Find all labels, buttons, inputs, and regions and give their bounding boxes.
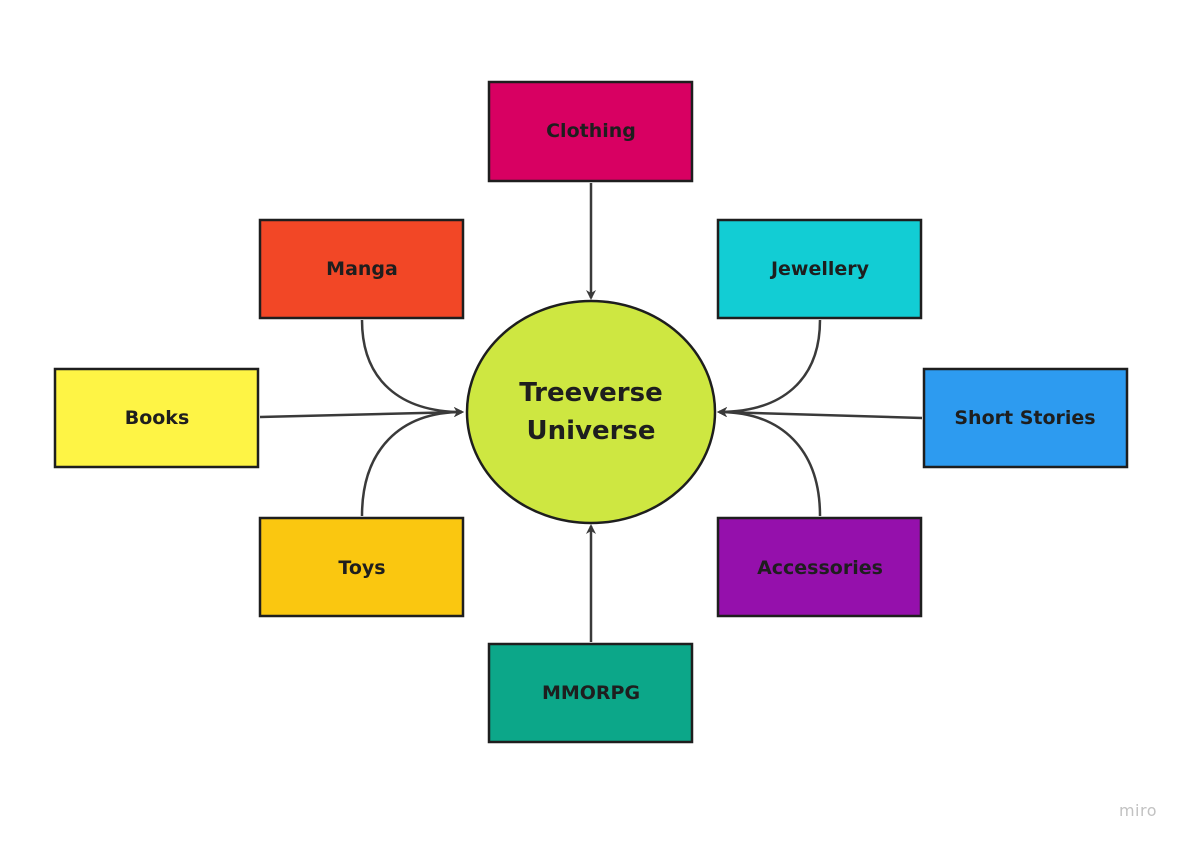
node-short-stories-label: Short Stories <box>954 407 1095 429</box>
connector-accessories <box>717 407 822 517</box>
node-manga[interactable]: Manga <box>258 218 465 320</box>
connector-jewellery <box>717 319 822 417</box>
node-jewellery[interactable]: Jewellery <box>716 218 923 320</box>
node-mmorpg-label: MMORPG <box>542 682 640 704</box>
node-books-box <box>53 367 260 469</box>
center-label-line-2: Universe <box>526 416 655 446</box>
node-clothing-box <box>487 80 694 183</box>
connector-toys <box>360 407 464 517</box>
node-short-stories-box <box>922 367 1129 469</box>
node-manga-label: Manga <box>326 258 398 280</box>
connectors <box>259 183 923 642</box>
node-toys[interactable]: Toys <box>258 516 465 618</box>
center-label-line-1: Treeverse <box>519 378 662 408</box>
node-short-stories[interactable]: Short Stories <box>922 367 1129 469</box>
node-jewellery-label: Jewellery <box>769 258 870 280</box>
node-accessories[interactable]: Accessories <box>716 516 923 618</box>
node-toys-label: Toys <box>338 557 385 579</box>
node-books[interactable]: Books <box>53 367 260 469</box>
center-ellipse <box>465 299 717 525</box>
node-accessories-label: Accessories <box>757 557 883 579</box>
center-node[interactable]: Treeverse Universe <box>465 299 717 525</box>
node-books-label: Books <box>125 407 190 429</box>
connector-manga <box>360 319 464 417</box>
miro-watermark: miro <box>1118 801 1157 820</box>
node-clothing-label: Clothing <box>546 120 636 142</box>
node-toys-box <box>258 516 465 618</box>
node-clothing[interactable]: Clothing <box>487 80 694 183</box>
node-mmorpg-box <box>487 642 694 744</box>
node-manga-box <box>258 218 465 320</box>
node-accessories-box <box>716 516 923 618</box>
node-mmorpg[interactable]: MMORPG <box>487 642 694 744</box>
connector-books <box>259 407 464 419</box>
node-jewellery-box <box>716 218 923 320</box>
connector-short-stories <box>717 407 923 420</box>
